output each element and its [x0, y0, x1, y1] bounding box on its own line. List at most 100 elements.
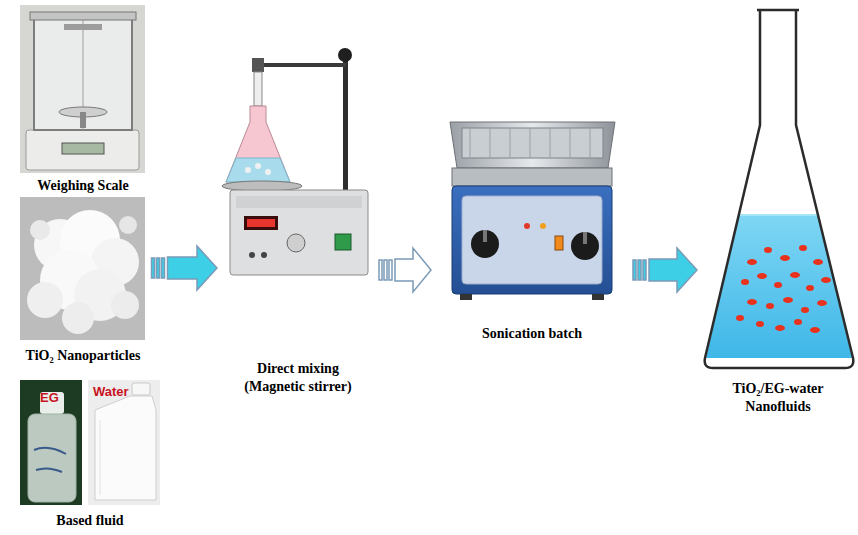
caption-text: Sonication batch: [482, 325, 582, 343]
nanofluid-flask-part: [741, 279, 749, 285]
water-jug-photo-part: [95, 396, 156, 500]
nanofluid-flask-part: [705, 10, 854, 368]
sonication-bath-part: [483, 230, 487, 242]
sonication-bath-part: [590, 128, 591, 158]
eg-bottle-photo-part: [34, 448, 66, 454]
bottle-label: EG: [40, 390, 59, 405]
magnetic-stirrer-part: [261, 252, 267, 258]
scale-photo-part: [26, 130, 139, 170]
nanofluid-flask-part: [774, 282, 782, 288]
nanofluid-flask-part: [757, 273, 767, 279]
water-jug-photo: [88, 380, 160, 505]
sonication-bath-part: [460, 294, 472, 300]
nanofluid-flask-part: [706, 215, 852, 358]
eg-bottle-photo-part: [36, 468, 62, 472]
water-jug-photo-part: [100, 420, 101, 495]
block-arrow: [152, 246, 218, 290]
sonication-bath-part: [471, 230, 499, 258]
nanofluid-flask-part: [775, 325, 785, 331]
nanofluid-flask-part: [790, 272, 800, 278]
magnetic-stirrer-part: [236, 196, 362, 208]
scale-photo-part: [34, 18, 132, 130]
nanofluid-flask-part: [817, 300, 827, 306]
nanofluid-flask-part: [739, 214, 818, 216]
photo-caption-node: Weighing Scale: [21, 5, 146, 195]
magnetic-stirrer-part: [254, 72, 262, 106]
powder-photo-part: [119, 216, 137, 234]
sonication-bath-part: [583, 232, 587, 244]
sonication-bath-part: [530, 128, 531, 158]
sonication-bath: [450, 122, 615, 300]
caption-text: Weighing Scale: [37, 177, 128, 195]
magnetic-stirrer-part: [255, 163, 261, 169]
magnetic-stirrer-part: [226, 158, 290, 182]
powder-photo-part: [111, 291, 139, 319]
nanofluid-flask-part: [801, 307, 809, 313]
sonication-bath-part: [550, 128, 551, 158]
bottle-label: Water: [93, 384, 129, 399]
result-node: TiO₂/EG-water Nanofluids: [703, 5, 853, 415]
sonication-bath-part: [490, 128, 491, 158]
powder-photo-part: [62, 302, 94, 334]
nanofluid-flask-part: [756, 321, 764, 327]
scale-photo-part: [80, 112, 86, 128]
powder-photo-part: [27, 282, 63, 318]
nanofluid-flask-part: [747, 259, 757, 265]
magnetic-stirrer-part: [335, 234, 351, 250]
nanofluid-flask-part: [799, 245, 807, 251]
sonication-bath-part: [571, 232, 599, 260]
sonication-bath-part: [540, 223, 546, 229]
magnetic-stirrer-part: [230, 190, 368, 275]
nanofluid-flask-part: [780, 255, 790, 261]
powder-photo-part: [30, 220, 50, 240]
magnetic-stirrer-part: [265, 169, 271, 175]
nanofluid-flask-part: [736, 315, 744, 321]
water-jug-photo-part: [88, 380, 160, 505]
magnetic-stirrer-part: [258, 63, 346, 67]
sonication-bath-part: [570, 128, 571, 158]
sonication-bath-part: [462, 128, 603, 158]
sonication-bath-part: [470, 128, 471, 158]
magnetic-stirrer-part: [338, 48, 352, 62]
powder-photo: [20, 197, 145, 340]
eg-bottle-photo: [20, 380, 82, 505]
block-arrow: [633, 248, 697, 292]
magnetic-stirrer-part: [226, 106, 290, 182]
sonication-bath-part: [462, 196, 602, 284]
caption-text: Direct mixing (Magnetic stirrer): [228, 360, 368, 395]
sonication-bath-part: [450, 122, 615, 168]
magnetic-stirrer: [222, 48, 368, 275]
process-step-node: Direct mixing (Magnetic stirrer): [223, 40, 373, 395]
nanofluid-flask-part: [764, 247, 772, 253]
sonication-bath-part: [524, 223, 530, 229]
water-jug-photo-part: [132, 383, 150, 395]
nanofluid-flask-part: [747, 299, 757, 305]
magnetic-stirrer-part: [287, 234, 305, 252]
block-arrow: [379, 248, 431, 292]
nanofluid-flask-part: [766, 303, 774, 309]
nanofluid-flask-part: [783, 297, 793, 303]
process-step-node: Sonication batch: [437, 110, 627, 343]
eg-bottle-photo-part: [20, 380, 82, 505]
sonication-bath-part: [555, 236, 563, 250]
nanofluid-flask-part: [813, 259, 823, 265]
caption-text: TiO₂ Nanoparticles: [26, 347, 141, 365]
scale-photo-part: [64, 24, 102, 30]
magnetic-stirrer-part: [252, 58, 264, 72]
eg-bottle-photo-part: [28, 414, 76, 502]
scale-photo-part: [62, 143, 104, 154]
sonication-bath-part: [452, 168, 612, 186]
scale-photo-part: [30, 12, 136, 20]
magnetic-stirrer-part: [249, 252, 255, 258]
scale-photo: [20, 5, 145, 173]
magnetic-stirrer-part: [244, 216, 278, 230]
nanofluid-flask: [705, 10, 854, 368]
sonication-bath-part: [510, 128, 511, 158]
nanofluid-flask-part: [762, 204, 800, 206]
magnetic-stirrer-part: [247, 219, 275, 227]
photo-caption-node: TiO₂ Nanoparticles: [21, 197, 146, 365]
caption-text: TiO₂/EG-water Nanofluids: [718, 380, 838, 415]
sonication-bath-part: [452, 186, 612, 294]
